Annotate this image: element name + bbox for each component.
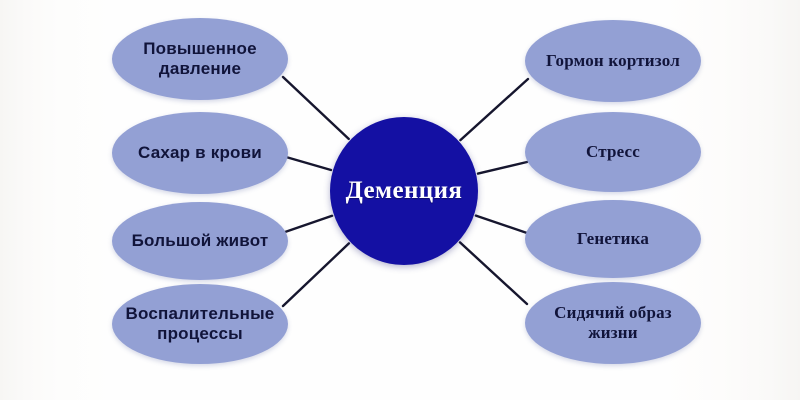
node-cortisol[interactable]: Гормон кортизол [525, 20, 701, 102]
node-blood-pressure[interactable]: Повышенное давление [112, 18, 288, 100]
node-stress-label: Стресс [585, 141, 641, 161]
node-blood-sugar[interactable]: Сахар в крови [112, 112, 288, 194]
node-genetics[interactable]: Генетика [525, 200, 701, 278]
connector-blood-pressure [281, 75, 350, 141]
node-genetics-label: Генетика [576, 228, 650, 248]
node-big-belly[interactable]: Большой живот [112, 202, 288, 280]
connector-stress [476, 160, 529, 175]
node-blood-pressure-label: Повышенное давление [143, 38, 257, 78]
connector-cortisol [459, 77, 530, 142]
connector-sedentary [458, 241, 529, 306]
node-big-belly-label: Большой живот [131, 230, 269, 250]
node-inflammation[interactable]: Воспалительные процессы [112, 284, 288, 364]
node-blood-sugar-label: Сахар в крови [138, 142, 262, 162]
node-sedentary[interactable]: Сидячий образ жизни [525, 282, 701, 364]
node-inflammation-label: Воспалительные процессы [125, 303, 275, 343]
center-node-dementia[interactable]: Деменция [330, 117, 478, 265]
connector-genetics [474, 214, 529, 235]
center-node-label: Деменция [345, 177, 463, 204]
connector-blood-sugar [284, 155, 333, 172]
connector-big-belly [283, 214, 334, 234]
node-stress[interactable]: Стресс [525, 112, 701, 192]
node-sedentary-label: Сидячий образ жизни [554, 302, 672, 342]
connector-inflammation [281, 242, 351, 308]
node-cortisol-label: Гормон кортизол [546, 50, 680, 70]
